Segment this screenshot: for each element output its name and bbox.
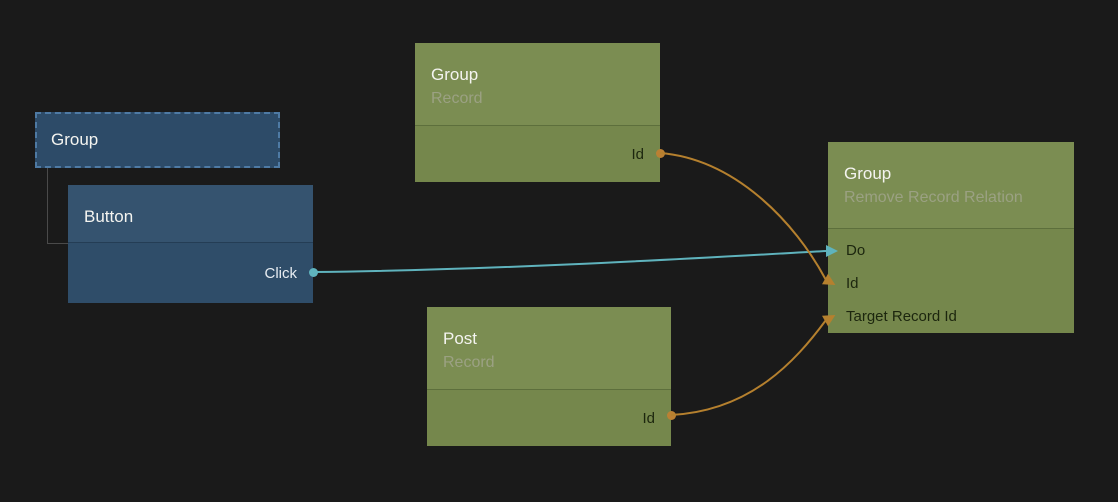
port-click-output-label: Click (264, 264, 298, 282)
node-remove-record-relation[interactable]: Group Remove Record Relation Do Id Targe… (828, 142, 1074, 347)
port-do-input[interactable]: Do (828, 234, 1074, 267)
port-do-input-label: Do (846, 242, 866, 259)
node-subtitle: Remove Record Relation (844, 189, 1023, 206)
port-id-input[interactable]: Id (828, 267, 1074, 300)
port-target-record-id-input[interactable]: Target Record Id (828, 300, 1074, 333)
node-post-record[interactable]: Post Record Id (427, 307, 676, 446)
node-button[interactable]: Button Click (68, 185, 318, 303)
port-id-output-label: Id (642, 409, 655, 427)
node-group-record[interactable]: Group Record Id (415, 43, 665, 182)
port-id-output-label: Id (631, 145, 644, 163)
node-title: Post (443, 329, 478, 348)
port-target-record-id-input-label: Target Record Id (846, 308, 957, 325)
node-separator (427, 389, 671, 390)
node-title: Group (431, 65, 479, 84)
node-title: Button (84, 207, 134, 226)
node-subtitle: Record (443, 354, 495, 371)
node-subtitle: Record (431, 90, 483, 107)
node-title: Group (51, 130, 99, 149)
node-separator (415, 125, 660, 126)
node-separator (828, 228, 1074, 229)
node-group-visual[interactable]: Group (35, 112, 280, 168)
node-title: Group (844, 164, 892, 183)
wire-click-to-do[interactable] (312, 250, 827, 273)
wire-group-id-to-id[interactable] (659, 152, 827, 281)
hierarchy-line-horizontal (47, 243, 68, 244)
port-id-output[interactable] (656, 149, 665, 158)
hierarchy-line-vertical (47, 167, 48, 244)
port-id-output[interactable] (667, 411, 676, 420)
node-separator (68, 242, 313, 243)
port-id-input-label: Id (846, 275, 859, 292)
port-click-output[interactable] (309, 268, 318, 277)
wire-post-id-to-target[interactable] (670, 319, 827, 416)
